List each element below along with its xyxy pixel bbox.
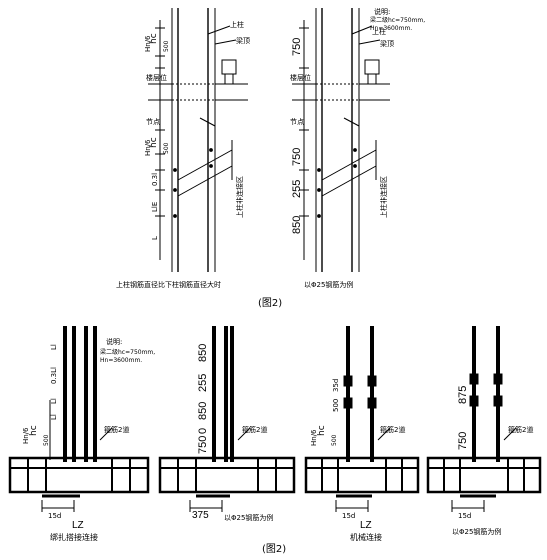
floor-label: 楼层位 [290, 73, 311, 82]
panel4-dim-1: 875 [457, 386, 469, 404]
dim-b: hc [149, 33, 159, 44]
connection-zone-label: 上柱非连接区 [379, 176, 388, 218]
panel2-375: 375 [192, 510, 209, 521]
panel3-dim-2: 500 [332, 399, 340, 412]
beam-label: 梁顶 [380, 39, 394, 48]
panel2-caption: 以Φ25钢筋为例 [224, 513, 273, 522]
panel1-dim-3: Ll [50, 398, 58, 404]
bottom-panel-2-labels: 850 255 850 0 750 箍筋2道 375 以Φ25钢筋为例 [192, 344, 273, 522]
panel1-caption: 绑扎搭接连接 [50, 532, 98, 542]
note-line-2: 梁二级hc=750mm, [370, 16, 425, 24]
panel3-dim-1: 35d [332, 379, 340, 392]
connection-zone-label: 上柱非连接区 [235, 176, 244, 218]
dim-850: 850 [291, 216, 303, 234]
panel1-dim-1: Ll [50, 344, 58, 350]
upper-column-label: 上柱 [372, 27, 386, 36]
bottom-panel-1 [8, 326, 150, 512]
dim-d: Hn/6 [144, 139, 152, 156]
dim-f: 500 [163, 142, 170, 154]
panel1-dim-2: 0.3Ll [50, 367, 58, 384]
dim-750-lower: 750 [291, 148, 303, 166]
panel1-lz: LZ [72, 520, 84, 531]
beam-label: 梁顶 [236, 36, 250, 45]
panel4-dim-2: 750 [457, 432, 469, 450]
top-left-detail [148, 8, 248, 272]
panel3-15d: 15d [342, 512, 355, 520]
panel1-note-1: 说明: [106, 337, 122, 346]
dim-h: LlE [151, 202, 159, 212]
top-right-detail [292, 8, 390, 272]
panel2-dim-4: 0 [197, 428, 209, 434]
panel4-15d: 15d [458, 512, 471, 520]
bottom-panel-4-labels: 875 750 箍筋2道 15d 以Φ25钢筋为例 [452, 386, 533, 536]
dim-a: Hn/6 [144, 35, 152, 52]
panel1-dim-6: hc [29, 425, 39, 436]
floor-label: 楼层位 [146, 73, 167, 82]
panel1-dim-7: 500 [43, 434, 50, 446]
joint-label: 节点 [146, 118, 160, 126]
panel1-dim-5: Hn/6 [22, 427, 30, 444]
panel2-dim-3: 850 [197, 402, 209, 420]
panel2-dim-1: 850 [197, 344, 209, 362]
note-line-1: 说明: [374, 7, 390, 16]
panel3-dim-5: 500 [331, 434, 338, 446]
panel2-dim-5: 750 [197, 436, 209, 454]
panel3-caption: 机械连接 [350, 532, 382, 542]
panel3-dim-3: Hn/6 [310, 429, 318, 446]
dim-750-upper: 750 [291, 38, 303, 56]
panel1-note-2: 梁二级hc=750mm, [100, 348, 155, 356]
panel1-stirrup-label: 箍筋2道 [104, 425, 129, 434]
dim-c: 500 [163, 40, 170, 52]
panel3-lz: LZ [360, 520, 372, 531]
top-left-labels: 上柱 梁顶 楼层位 节点 上柱非连接区 Hn/6 hc 500 Hn/6 hc … [116, 20, 250, 289]
top-left-caption: 上柱钢筋直径比下柱钢筋直径大时 [116, 280, 221, 289]
top-right-caption: 以Φ25钢筋为例 [304, 280, 353, 289]
top-right-labels: 说明: 梁二级hc=750mm, Hn=3600mm. 上柱 梁顶 楼层位 节点… [290, 7, 425, 289]
dim-g: 0.3l [151, 173, 159, 186]
bottom-panel-3 [304, 326, 420, 512]
upper-column-label: 上柱 [230, 20, 244, 29]
bottom-panel-4 [426, 326, 542, 512]
dim-255: 255 [291, 180, 303, 198]
panel1-note-3: Hn=3600mm. [100, 357, 142, 364]
panel3-dim-4: hc [317, 425, 327, 436]
panel1-15d: 15d [48, 512, 61, 520]
panel4-caption: 以Φ25钢筋为例 [452, 527, 501, 536]
panel2-dim-2: 255 [197, 374, 209, 392]
dim-e: hc [149, 137, 159, 148]
bottom-figure-caption: (图2) [262, 543, 286, 555]
bottom-panel-3-labels: 35d 500 Hn/6 hc 500 箍筋2道 15d LZ 机械连接 [310, 379, 405, 542]
bottom-panel-2 [158, 326, 296, 512]
note-line-3: Hn=3600mm. [370, 25, 412, 32]
panel2-stirrup-label: 箍筋2道 [242, 425, 267, 434]
panel3-stirrup-label: 箍筋2道 [380, 425, 405, 434]
joint-label: 节点 [290, 118, 304, 126]
bottom-panel-1-labels: 说明: 梁二级hc=750mm, Hn=3600mm. Ll 0.3Ll Ll … [22, 337, 155, 542]
panel1-dim-4: Ll [50, 414, 58, 420]
top-figure-caption: (图2) [258, 297, 282, 309]
dim-i: L [151, 236, 159, 240]
panel4-stirrup-label: 箍筋2道 [508, 425, 533, 434]
